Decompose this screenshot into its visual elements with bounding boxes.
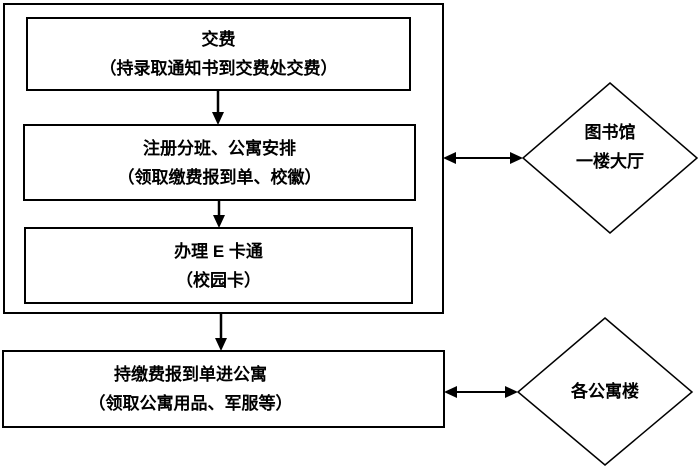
step-dormitory-title: 持缴费报到单进公寓: [114, 365, 267, 384]
library-label-line2: 一楼大厅: [576, 152, 644, 171]
arrow-registration-to-ecard: [213, 201, 225, 228]
step-registration-title: 注册分班、公寓安排: [143, 138, 296, 158]
step-box-registration: 注册分班、公寓安排 （领取缴费报到单、校徽）: [24, 125, 415, 200]
step-box-dormitory: 持缴费报到单进公寓 （领取公寓用品、军服等）: [3, 351, 444, 427]
step-box-payment: 交费 （持录取通知书到交费处交费）: [27, 18, 410, 90]
apartments-label-line1: 各公寓楼: [571, 382, 639, 401]
registration-box-shape: [23, 124, 416, 201]
location-diamond-apartments: 各公寓楼: [518, 318, 692, 465]
step-box-ecard: 办理 E 卡通 （校园卡）: [25, 228, 412, 303]
location-diamond-library: 图书馆 一楼大厅: [523, 83, 697, 233]
step-dormitory-subtitle: （领取公寓用品、军服等）: [88, 394, 293, 413]
library-label-line1: 图书馆: [584, 123, 636, 142]
arrow-payment-to-registration: [212, 91, 224, 125]
apartments-diamond-shape: [516, 317, 694, 466]
arrow-group-to-dormitory: [215, 314, 227, 351]
payment-box-shape: [26, 17, 411, 91]
step-ecard-title: 办理 E 卡通: [174, 241, 263, 261]
ecard-box-shape: [24, 227, 413, 304]
outer-group-rect: [3, 3, 444, 314]
arrow-dormitory-to-apartments: [444, 386, 518, 398]
step-payment-title: 交费: [201, 30, 236, 49]
step-ecard-subtitle: （校园卡）: [176, 270, 261, 290]
dormitory-box-shape: [2, 350, 445, 428]
arrow-group-to-library: [443, 152, 523, 164]
step-registration-subtitle: （领取缴费报到单、校徽）: [117, 167, 322, 187]
step-payment-subtitle: （持录取通知书到交费处交费）: [99, 59, 338, 78]
library-diamond-shape: [521, 82, 698, 234]
